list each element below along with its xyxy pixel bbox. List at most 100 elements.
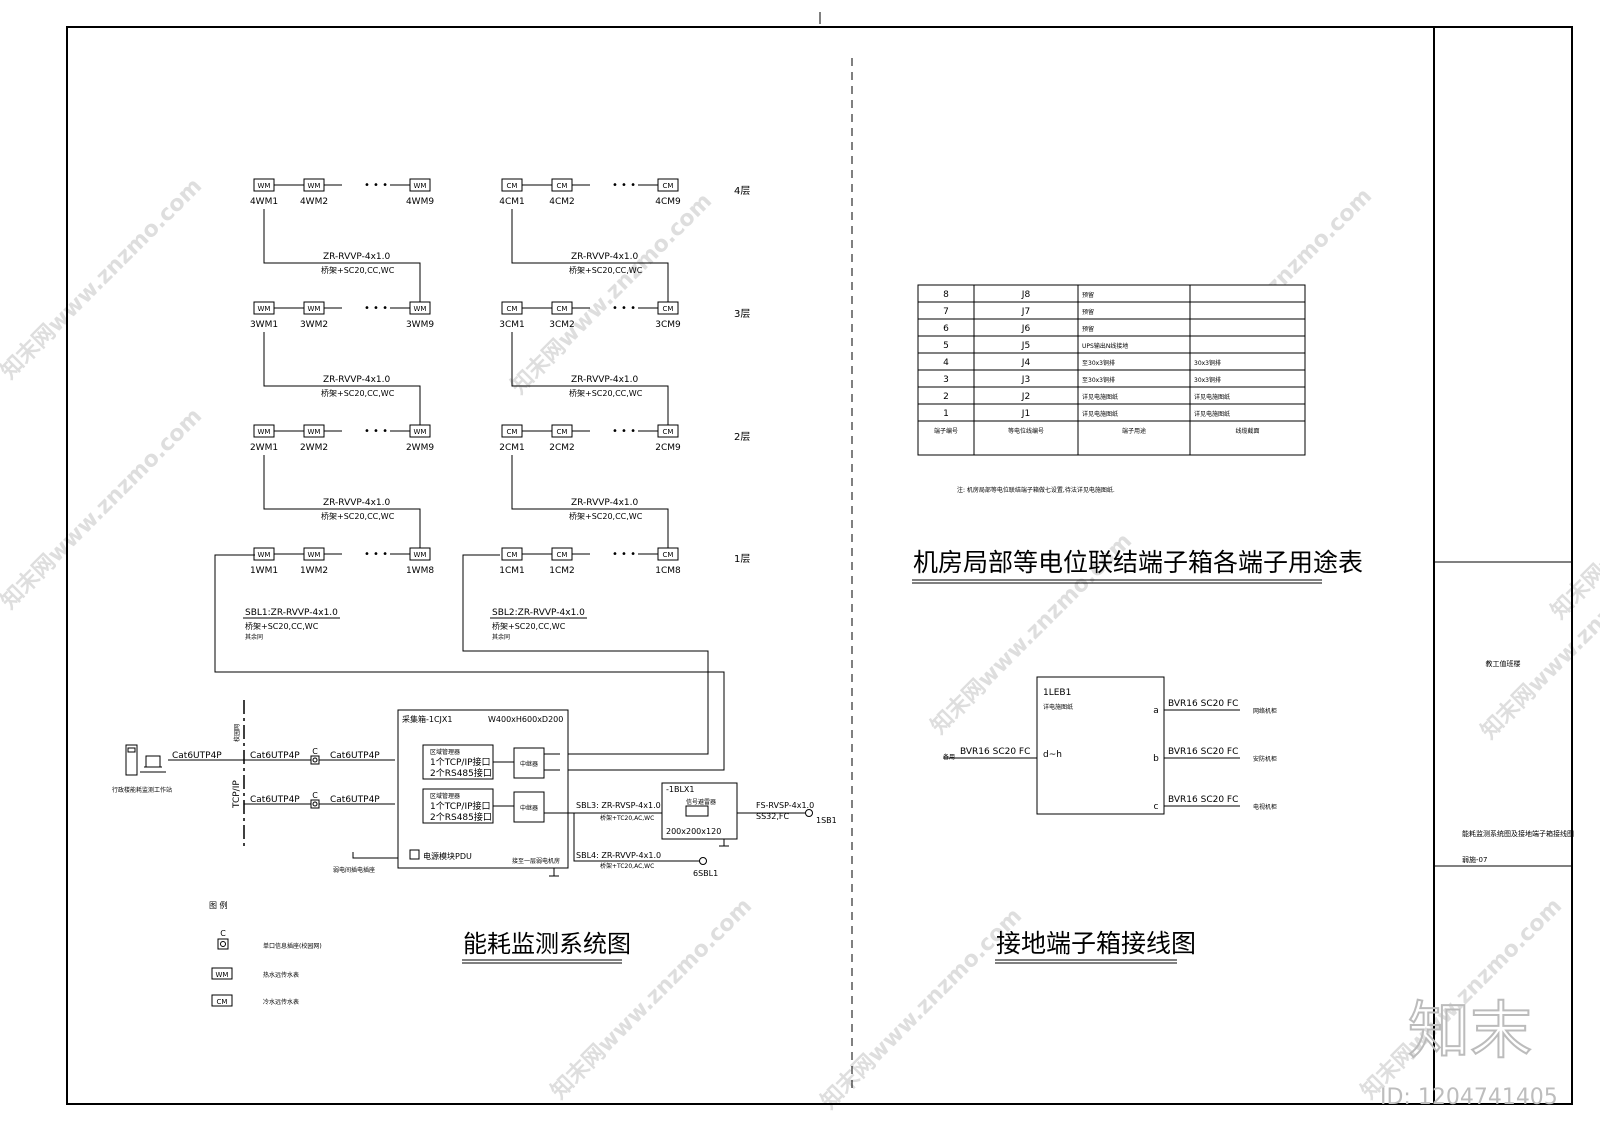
floor-link-cable: ZR-RVVP-4x1.0桥架+SC20,CC,WC	[263, 332, 421, 425]
floor-link-cable: ZR-RVVP-4x1.0 桥架+SC20,CC,WC	[511, 332, 669, 425]
hot-water-meter	[303, 301, 325, 315]
watermark-layer: 知末网www.znzmo.com知末网www.znzmo.com知末网www.z…	[0, 173, 1600, 1114]
hot-water-meter	[253, 547, 275, 561]
pdu-icon	[409, 849, 420, 860]
cold-water-meter	[551, 424, 573, 438]
info-outlet-icon: C	[310, 791, 320, 809]
meter-id: 1WM2	[300, 566, 328, 576]
table-cell: 2	[943, 392, 949, 402]
ground-diagram-title: 接地端子箱接线图	[996, 929, 1196, 958]
repeater-2	[513, 791, 545, 823]
meter-id: 3CM2	[549, 320, 575, 330]
ellipsis: • • •	[612, 549, 636, 560]
hot-water-meter	[253, 178, 275, 192]
tcpip-label: TCP/IP	[232, 780, 242, 809]
meter-type: WM	[414, 182, 427, 190]
meter-type: CM	[507, 551, 518, 559]
port-cable: BVR16 SC20 FC	[1168, 747, 1238, 757]
meter-type: WM	[258, 182, 271, 190]
power-feed	[352, 852, 398, 859]
surge-box-id: -1BLX1	[666, 785, 695, 794]
table-header-cell: 端子用途	[1122, 427, 1146, 435]
diagonal-watermark: 知末网www.znzmo.com	[506, 188, 717, 399]
id-watermark: ID: 1204741405	[1380, 1085, 1558, 1110]
meter-id: 2CM1	[499, 443, 525, 453]
meter-id: 2CM9	[655, 443, 681, 453]
meter-type: CM	[663, 305, 674, 313]
svg-text:热水远传水表: 热水远传水表	[263, 971, 299, 979]
info-outlet-icon: C	[310, 747, 320, 765]
meter-id: 4CM9	[655, 197, 681, 207]
meter-type: CM	[557, 551, 568, 559]
cold-water-meter	[551, 178, 573, 192]
meter-type: CM	[507, 428, 518, 436]
table-cell: J6	[1021, 324, 1031, 334]
meter-id: 1WM8	[406, 566, 434, 576]
table-header-cell: 线缆截面	[1235, 427, 1259, 435]
meter-id: 3WM9	[406, 320, 434, 330]
table-cell: J8	[1021, 290, 1031, 300]
ellipsis: • • •	[364, 180, 388, 191]
meter-type: CM	[507, 305, 518, 313]
meter-id: 4WM1	[250, 197, 278, 207]
meter-type: WM	[414, 305, 427, 313]
table-cell: 预留	[1082, 308, 1094, 316]
ground-in-label: 备用	[943, 753, 955, 761]
campus-net-label: 校园网	[233, 724, 241, 742]
svg-text:区域管理器: 区域管理器	[430, 792, 460, 800]
ground-in-port: d~h	[1043, 750, 1062, 760]
table-cell: 30x3铜排	[1194, 376, 1221, 384]
svg-text:2个RS485接口: 2个RS485接口	[430, 767, 492, 779]
floor-label: 2层	[734, 431, 750, 443]
meter-type: WM	[308, 305, 321, 313]
meter-type: CM	[663, 551, 674, 559]
port-destination: 电视机柜	[1253, 803, 1277, 811]
svg-text:C: C	[312, 747, 318, 756]
sbl1-feeder	[214, 554, 725, 771]
port-letter: a	[1153, 706, 1159, 716]
legend-item-wm: WM 热水远传水表	[211, 967, 299, 980]
drawing-number: 弱施-07	[1462, 855, 1487, 864]
meter-type: WM	[258, 305, 271, 313]
sensor-6sbl1	[699, 857, 707, 865]
floor-label: 3层	[734, 308, 750, 320]
pdu-label: 电源模块PDU	[423, 851, 472, 861]
meter-type: CM	[663, 182, 674, 190]
table-cell: 至30x3铜排	[1082, 376, 1115, 384]
cable-route: 桥架+SC20,CC,WC	[569, 388, 643, 398]
svg-text:1个TCP/IP接口: 1个TCP/IP接口	[430, 800, 491, 812]
cat6-cable: Cat6UTP4P	[250, 795, 300, 805]
cable-route: 桥架+SC20,CC,WC	[569, 265, 643, 275]
svg-text:单口信息插座(校园网): 单口信息插座(校园网)	[263, 942, 322, 950]
table-header-cell: 端子编号	[934, 427, 958, 435]
table-cell: 5	[943, 341, 949, 351]
svg-text:冷水远传水表: 冷水远传水表	[263, 998, 299, 1006]
table-cell: 3	[943, 375, 949, 385]
hot-water-meter	[253, 424, 275, 438]
power-label: 弱电间插电插座	[333, 866, 375, 874]
table-cell: 6	[943, 324, 949, 334]
port-letter: c	[1154, 802, 1159, 812]
meter-id: 1CM2	[549, 566, 575, 576]
floor-link-cable: ZR-RVVP-4x1.0桥架+SC20,CC,WC	[511, 209, 669, 302]
cable-spec: ZR-RVVP-4x1.0	[571, 375, 638, 385]
sbl1-route: 桥架+SC20,CC,WC	[245, 621, 319, 631]
surge-arrester-label: 信号避雷器	[686, 798, 716, 806]
sbl1-cable: SBL1:ZR-RVVP-4x1.0	[245, 608, 338, 618]
ellipsis: • • •	[364, 426, 388, 437]
cable-route: 桥架+SC20,CC,WC	[321, 511, 395, 521]
meter-type: WM	[308, 551, 321, 559]
table-cell: 详见电施图纸	[1082, 410, 1118, 418]
meter-type: CM	[507, 182, 518, 190]
svg-text:WM: WM	[216, 971, 229, 979]
